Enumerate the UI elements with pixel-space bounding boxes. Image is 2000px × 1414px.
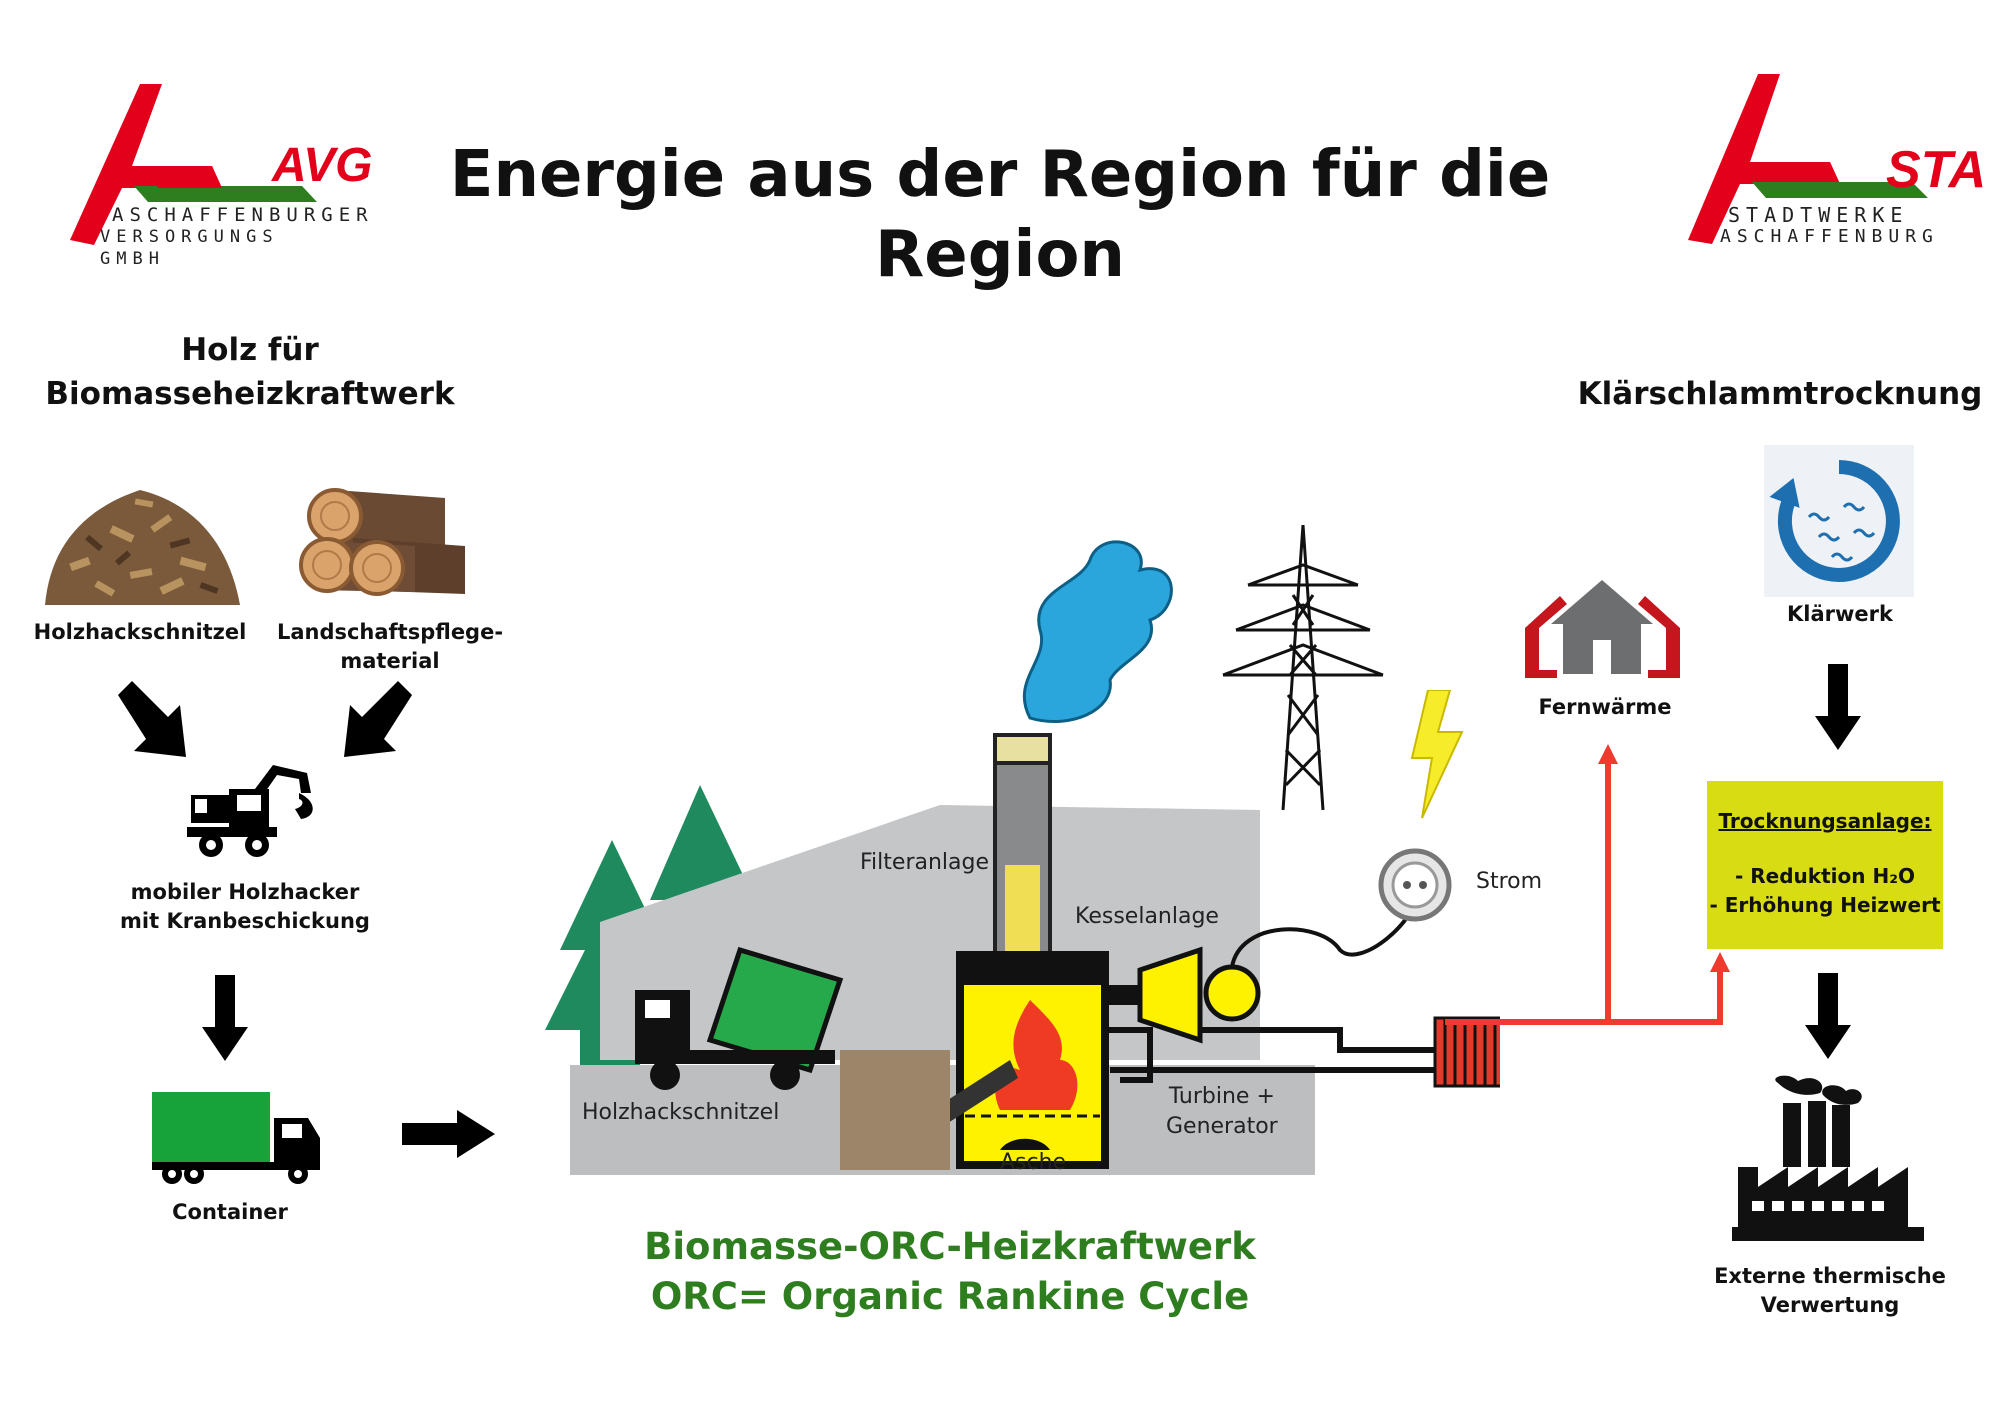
power-socket-icon <box>1378 848 1452 922</box>
excavator-chipper-icon <box>187 765 313 857</box>
drying-plant-box: Trocknungsanlage: - Reduktion H₂O - Erhö… <box>1707 781 1943 949</box>
container-truck-icon <box>152 1092 320 1184</box>
district-heating-house-icon <box>1525 580 1680 678</box>
sewage-plant-label: Klärwerk <box>1787 602 1893 626</box>
landscape-label-line1: Landschaftspflege- <box>276 620 504 644</box>
plant-caption-line1: Biomasse-ORC-Heizkraftwerk <box>644 1225 1256 1268</box>
sewage-plant-icon <box>1764 445 1914 597</box>
drying-plant-line2: - Erhöhung Heizwert <box>1709 893 1941 917</box>
power-label: Strom <box>1476 869 1543 894</box>
sta-logo-mark-icon <box>1688 74 1928 244</box>
wood-chips-icon <box>45 490 240 605</box>
ash-label: Asche <box>1000 1150 1067 1175</box>
avg-logo: AVG ASCHAFFENBURGER VERSORGUNGS GMBH <box>62 70 372 269</box>
drying-plant-title: Trocknungsanlage: <box>1718 809 1932 833</box>
arrow-down-left-icon <box>344 681 412 757</box>
heat-distribution-pipes <box>1445 744 1730 1025</box>
turbine-label-line2: Generator <box>1166 1114 1278 1139</box>
arrow-down-icon <box>1815 664 1861 750</box>
drying-plant-line1: - Reduktion H₂O <box>1735 864 1915 888</box>
lightning-icon <box>1410 690 1464 819</box>
logs-icon <box>299 488 465 596</box>
avg-logo-mark-icon <box>70 84 317 245</box>
arrow-right-icon <box>402 1110 495 1158</box>
biomass-plant-illustration <box>545 540 1500 1175</box>
district-heating-label: Fernwärme <box>1538 695 1672 719</box>
wood-chips-plant-label: Holzhackschnitzel <box>582 1100 780 1125</box>
external-label-line1: Externe thermische <box>1714 1264 1946 1288</box>
avg-logo-line1: ASCHAFFENBURGER <box>112 204 374 226</box>
avg-logo-line2: VERSORGUNGS GMBH <box>100 227 279 269</box>
turbine-generator-label: Turbine + Generator <box>1166 1082 1278 1142</box>
smoke-icon <box>1022 540 1173 723</box>
landscape-material-label: Landschaftspflege- material <box>265 618 515 676</box>
wood-chips-label: Holzhackschnitzel <box>33 620 247 644</box>
boiler-label: Kesselanlage <box>1075 904 1219 929</box>
page-title: Energie aus der Region für die Region <box>449 138 1551 292</box>
sludge-drying-heading: Klärschlammtrocknung <box>1577 376 1983 412</box>
arrow-down-icon <box>1805 973 1851 1059</box>
wood-heading-line2: Biomasseheizkraftwerk <box>45 376 455 412</box>
chipper-label: mobiler Holzhacker mit Kranbeschickung <box>95 878 395 936</box>
sta-logo: STA STADTWERKE ASCHAFFENBURG <box>1680 62 1986 252</box>
landscape-label-line2: material <box>340 649 440 673</box>
plant-caption: Biomasse-ORC-Heizkraftwerk ORC= Organic … <box>550 1222 1350 1322</box>
avg-logo-text: AVG <box>272 139 373 192</box>
turbine-label-line1: Turbine + <box>1168 1084 1275 1109</box>
chipper-label-line1: mobiler Holzhacker <box>130 880 360 904</box>
arrow-down-right-icon <box>118 681 186 757</box>
plant-caption-line2: ORC= Organic Rankine Cycle <box>650 1275 1250 1318</box>
arrow-down-icon <box>202 975 248 1061</box>
filter-label: Filteranlage <box>860 850 990 875</box>
sta-logo-text: STA <box>1886 141 1987 199</box>
sta-logo-line1: STADTWERKE <box>1728 203 1909 227</box>
sta-logo-line2: ASCHAFFENBURG <box>1720 226 1939 247</box>
wood-section-heading: Holz für Biomasseheizkraftwerk <box>40 328 460 416</box>
wood-heading-line1: Holz für <box>181 332 319 368</box>
flame-icon <box>995 1000 1078 1110</box>
external-label-line2: Verwertung <box>1760 1293 1900 1317</box>
factory-icon <box>1732 1075 1924 1241</box>
power-pylon-icon <box>1222 525 1384 811</box>
external-use-label: Externe thermische Verwertung <box>1690 1262 1970 1320</box>
chipper-label-line2: mit Kranbeschickung <box>120 909 370 933</box>
container-label: Container <box>172 1200 288 1224</box>
